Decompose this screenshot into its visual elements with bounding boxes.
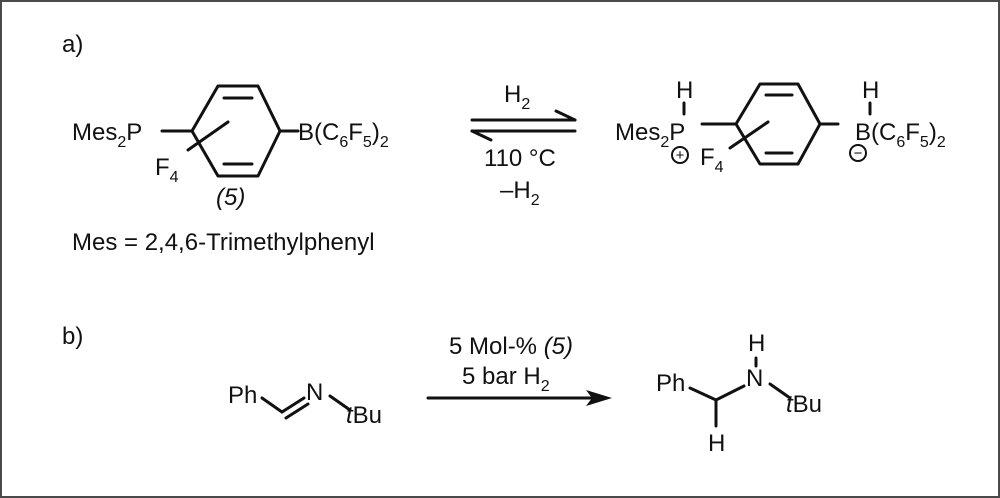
panel-a-label: a) bbox=[62, 31, 83, 58]
reactant-mes2p-label: Mes2P bbox=[72, 119, 142, 151]
imine-tbu-label: tBu bbox=[346, 402, 382, 429]
product-zwitterion: H Mes2P + F4 H B(C6F5)2 − bbox=[615, 77, 946, 176]
ph-ch-bond bbox=[260, 396, 284, 414]
amine-n-tbu-bond bbox=[768, 382, 792, 400]
reactant-phosphine-borane: Mes2P F4 B(C6F5)2 (5) bbox=[72, 84, 389, 211]
reverse-arrow-head bbox=[470, 129, 493, 142]
c-n-double-bond-2 bbox=[284, 402, 310, 420]
forward-arrow-head bbox=[554, 109, 577, 122]
product-borate-label: B(C6F5)2 bbox=[855, 119, 946, 151]
product-f4-label: F4 bbox=[700, 144, 724, 176]
phosphonium-charge bbox=[671, 146, 689, 164]
amine-h-top: H bbox=[748, 330, 765, 357]
amine-ph-label: Ph bbox=[656, 370, 685, 397]
mes-definition: Mes = 2,4,6-Trimethylphenyl bbox=[72, 229, 375, 256]
reactant-borane-label: B(C6F5)2 bbox=[298, 119, 389, 151]
catalyst-loading-label: 5 Mol-% (5) bbox=[449, 333, 573, 360]
product-h-on-b: H bbox=[862, 77, 879, 104]
arrow-head bbox=[586, 390, 612, 406]
plus-sign: + bbox=[676, 147, 685, 164]
hydrogenation-arrow: 5 Mol-% (5) 5 bar H2 bbox=[426, 333, 612, 406]
pressure-label: 5 bar H2 bbox=[462, 363, 550, 395]
ch2-n-bond bbox=[714, 384, 746, 402]
reactant-f4-label: F4 bbox=[155, 154, 179, 186]
ph-ch2-bond bbox=[688, 386, 718, 402]
n-tbu-bond bbox=[328, 394, 352, 412]
compound-number: (5) bbox=[216, 184, 245, 211]
arrow-minus-h2-label: –H2 bbox=[500, 177, 540, 209]
arrow-h2-label: H2 bbox=[504, 81, 530, 113]
minus-sign: − bbox=[854, 145, 863, 162]
product-mes2p-label: Mes2P bbox=[615, 119, 685, 151]
panel-b-label: b) bbox=[62, 323, 83, 350]
imine-reactant: Ph N tBu bbox=[228, 379, 382, 429]
imine-ph-label: Ph bbox=[228, 382, 257, 409]
amine-h-bottom: H bbox=[708, 430, 725, 457]
amine-product: Ph H N H tBu bbox=[656, 330, 822, 457]
equilibrium-arrow: H2 110 °C –H2 bbox=[470, 81, 577, 209]
c-n-double-bond-1 bbox=[280, 396, 306, 414]
borate-charge bbox=[849, 144, 867, 162]
amine-tbu-label: tBu bbox=[786, 391, 822, 418]
product-h-on-p: H bbox=[676, 77, 693, 104]
arrow-temperature-label: 110 °C bbox=[484, 145, 556, 172]
imine-n-label: N bbox=[306, 379, 323, 406]
ring-f4-bond bbox=[186, 120, 230, 152]
amine-n-label: N bbox=[746, 365, 763, 392]
product-ring-f4-bond bbox=[728, 120, 770, 150]
